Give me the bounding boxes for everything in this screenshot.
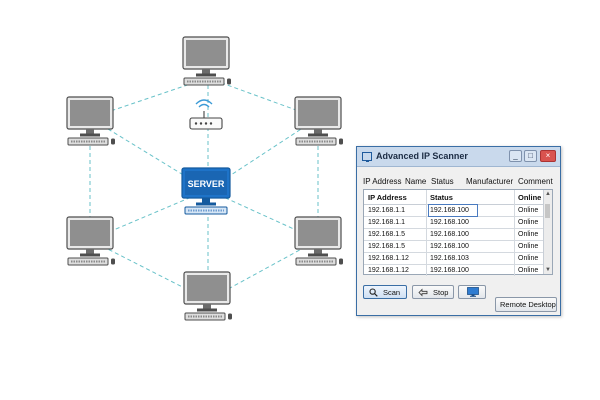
link-bottomleft-bottom — [89, 239, 209, 301]
col-status[interactable]: Status — [430, 193, 453, 202]
menu-manufacturer[interactable]: Manufacturer — [466, 177, 514, 186]
remote-desktop-label: Remote Desktop — [500, 300, 556, 309]
scroll-up-icon[interactable]: ▲ — [545, 191, 551, 197]
maximize-button[interactable]: □ — [524, 150, 537, 162]
table-header: IP Address Status Online — [364, 190, 545, 205]
scroll-down-icon[interactable]: ▼ — [545, 267, 551, 273]
scroll-thumb[interactable] — [545, 204, 550, 218]
monitor-icon — [182, 36, 232, 86]
monitor-icon — [294, 96, 344, 146]
stop-label: Stop — [433, 288, 449, 297]
monitor-icon — [66, 216, 116, 266]
link-top-topright — [207, 77, 319, 119]
menu-status[interactable]: Status — [431, 177, 454, 186]
monitor-icon — [362, 152, 372, 162]
title-bar[interactable]: Advanced IP Scanner _ □ × — [357, 147, 560, 167]
close-button[interactable]: × — [540, 150, 556, 162]
stop-icon — [418, 288, 428, 297]
col-ip-address[interactable]: IP Address — [368, 193, 407, 202]
table-row[interactable]: 192.168.1.5 192.168.100 Online — [364, 241, 545, 253]
table-row[interactable]: 192.168.1.12 192.168.103 Online — [364, 253, 545, 265]
table-row[interactable]: 192.168.1.1 192.168.100 Online — [364, 217, 545, 229]
desktop-button[interactable] — [458, 285, 486, 299]
menu-ip-address[interactable]: IP Address — [363, 177, 402, 186]
monitor-icon — [183, 271, 233, 321]
stop-button[interactable]: Stop — [412, 285, 454, 299]
scan-label: Scan — [383, 288, 401, 297]
table-row[interactable]: 192.168.1.12 192.168.100 Online — [368, 267, 539, 274]
search-icon — [369, 288, 378, 297]
server-node: SERVER — [181, 167, 231, 215]
scanner-window: Advanced IP Scanner _ □ × IP Address Nam… — [356, 146, 561, 316]
window-title: Advanced IP Scanner — [376, 151, 468, 161]
remote-desktop-button[interactable]: Remote Desktop — [495, 297, 557, 312]
desktop-icon — [467, 287, 479, 297]
results-table: IP Address Status Online 192.168.1.1 192… — [363, 189, 553, 276]
link-topright-server — [207, 117, 319, 191]
monitor-icon — [66, 96, 116, 146]
table-row[interactable]: 192.168.1.5 192.168.100 Online — [364, 229, 545, 241]
col-online[interactable]: Online — [518, 193, 542, 202]
monitor-icon — [294, 216, 344, 266]
server-label: SERVER — [188, 179, 225, 189]
table-scrollbar[interactable]: ▲ ▼ — [543, 190, 552, 274]
minimize-button[interactable]: _ — [509, 150, 522, 162]
menu-name[interactable]: Name — [405, 177, 427, 186]
router-icon — [189, 99, 223, 130]
menu-comment[interactable]: Comment — [518, 177, 553, 186]
scan-button[interactable]: Scan — [363, 285, 407, 299]
table-row[interactable]: 192.168.1.1 192.168.100 Online — [364, 204, 545, 217]
